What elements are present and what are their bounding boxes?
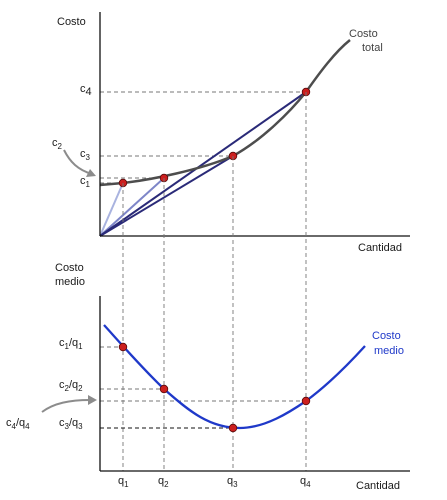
average-cost-label-line2: medio [374,345,404,357]
ray-to-q1 [99,182,124,237]
average-cost-curve [103,324,366,430]
top-x-axis-label: Cantidad [358,242,402,254]
bottom-panel: Costo medio Cantidad Costo medio c1/q1 c… [6,92,410,492]
c2-callout-label: c2 [52,137,63,151]
bottom-y-axis-label-line2: medio [55,276,85,288]
ratio-c2-q2-label: c2/q2 [59,379,83,393]
ac-point-q3 [228,423,238,433]
ac-point-q2 [159,384,169,394]
c4q4-callout-arrow [41,399,91,413]
ratio-c1-q1-label: c1/q1 [59,337,83,351]
bottom-x-axis-label: Cantidad [356,480,400,492]
total-cost-label-line2: total [362,42,383,54]
top-panel: Costo Cantidad Costo total c4 c3 c1 c2 [52,12,410,254]
ratio-c4-q4-callout-label: c4/q4 [6,417,30,431]
c3-label: c3 [80,148,91,162]
q3-label: q3 [227,475,238,489]
q4-label: q4 [300,475,311,489]
c1-label: c1 [80,175,91,189]
q2-label: q2 [158,475,169,489]
ray-to-q3 [99,155,234,237]
total-cost-curve [99,39,351,187]
c2-callout-arrowhead [86,169,96,177]
top-y-axis-label: Costo [57,16,86,28]
c4q4-callout-arrowhead [88,395,97,405]
ac-point-q1 [118,342,128,352]
ac-point-q4 [301,396,311,406]
total-cost-label-line1: Costo [349,28,378,40]
average-cost-label-line1: Costo [372,330,401,342]
ray-to-q2 [99,177,165,237]
bottom-y-axis-label-line1: Costo [55,262,84,274]
ray-to-q4 [99,91,307,237]
q1-label: q1 [118,475,129,489]
ratio-c3-q3-label: c3/q3 [59,417,83,431]
c4-label: c4 [80,83,92,98]
